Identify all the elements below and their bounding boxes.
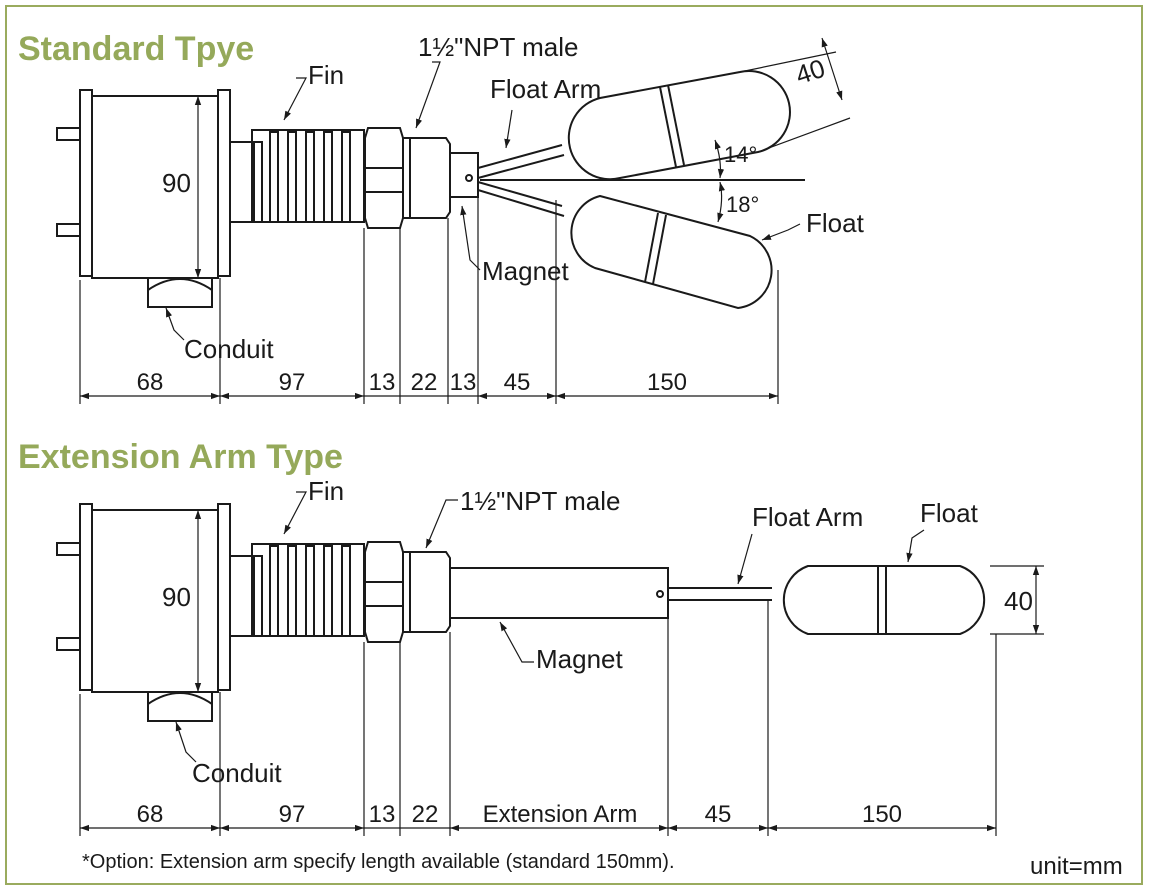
fin-body <box>251 129 365 223</box>
footnote: *Option: Extension arm specify length av… <box>82 851 675 873</box>
npt-thread <box>402 551 451 633</box>
float-arm-lower <box>477 181 565 217</box>
unit-label: unit=mm <box>1030 853 1123 880</box>
fin-leader <box>283 77 307 121</box>
dim-150: 150 <box>862 801 902 828</box>
dim-97: 97 <box>279 801 306 828</box>
extension-drawing <box>56 491 1044 836</box>
float-dia-label: 40 <box>792 53 829 90</box>
dim-97: 97 <box>279 369 306 396</box>
extension-arm-tube <box>449 567 669 619</box>
conduit-box <box>147 692 213 722</box>
conduit-leader <box>175 721 197 763</box>
float-label: Float <box>806 208 865 238</box>
float-arm-leader <box>737 533 753 585</box>
housing-bolt-top <box>56 542 81 556</box>
float-arm-leader <box>504 109 513 149</box>
diagram-frame <box>5 5 1143 885</box>
float <box>782 565 986 635</box>
conduit-label: Conduit <box>192 758 282 788</box>
npt-leader <box>415 61 441 129</box>
float-leader <box>761 223 801 241</box>
housing-flange-left <box>79 503 93 691</box>
standard-labels: Fin 1½"NPT male Float Arm Float Magnet C… <box>137 32 865 396</box>
float-arm-label: Float Arm <box>490 74 601 104</box>
npt-label: 1½"NPT male <box>418 32 578 62</box>
conduit-box <box>147 278 213 308</box>
conduit-leader <box>165 307 185 341</box>
height-label: 90 <box>162 168 191 198</box>
angle-arc-18 <box>717 181 726 223</box>
conduit-arc <box>147 278 213 291</box>
dim-45: 45 <box>504 369 531 396</box>
float-label: Float <box>920 498 979 528</box>
magnet-leader <box>460 205 481 271</box>
fin-ribs <box>253 545 351 637</box>
dim-22: 22 <box>411 369 438 396</box>
float-arm-label: Float Arm <box>752 502 863 532</box>
fin-leader <box>283 491 307 535</box>
housing-body <box>91 509 219 693</box>
dim-45: 45 <box>705 801 732 828</box>
extension-type-title: Extension Arm Type <box>18 438 343 476</box>
hex-nut <box>364 541 404 643</box>
housing-flange-left <box>79 89 93 277</box>
npt-leader <box>425 499 458 549</box>
dim-22: 22 <box>412 801 439 828</box>
magnet-label: Magnet <box>482 256 569 286</box>
fin-label: Fin <box>308 476 344 506</box>
fin-neck <box>229 141 253 223</box>
fin-body <box>251 543 365 637</box>
npt-thread <box>402 137 451 219</box>
pivot-screw <box>465 174 473 182</box>
housing-bolt-bottom <box>56 637 81 651</box>
conduit-label: Conduit <box>184 334 274 364</box>
pivot-screw <box>656 590 664 598</box>
housing-bolt-bottom <box>56 223 81 237</box>
float-arm-upper <box>477 144 565 179</box>
fin-neck <box>229 555 253 637</box>
extension-lines-bottom <box>79 600 997 836</box>
dim-extension-arm: Extension Arm <box>483 801 638 828</box>
dim-13b: 13 <box>450 369 477 396</box>
height-label: 90 <box>162 582 191 612</box>
angle-18-label: 18° <box>726 192 759 217</box>
magnet-label: Magnet <box>536 644 623 674</box>
float-arm <box>668 587 772 601</box>
fin-ribs <box>253 131 351 223</box>
standard-drawing <box>56 37 851 404</box>
angle-14-label: 14° <box>724 142 757 167</box>
standard-type-title: Standard Tpye <box>18 30 254 68</box>
housing-bolt-top <box>56 127 81 141</box>
dim-68: 68 <box>137 801 164 828</box>
dim-13: 13 <box>369 801 396 828</box>
dim-150: 150 <box>647 369 687 396</box>
extension-lines-top <box>79 198 779 404</box>
magnet-leader <box>499 621 534 663</box>
housing-flange-right <box>217 503 231 691</box>
fin-label: Fin <box>308 60 344 90</box>
angle-arc-14 <box>714 139 725 179</box>
extension-labels: Fin 1½"NPT male Float Arm Float Magnet C… <box>137 476 1033 828</box>
hex-nut <box>364 127 404 229</box>
dim-68: 68 <box>137 369 164 396</box>
float-leader <box>906 529 925 563</box>
float-lower <box>570 194 773 310</box>
npt-label: 1½"NPT male <box>460 486 620 516</box>
float-dia-dim <box>821 37 843 101</box>
housing-body <box>91 95 219 279</box>
float-dia-label: 40 <box>1004 586 1033 616</box>
housing-flange-right <box>217 89 231 277</box>
magnet-housing <box>449 152 479 198</box>
conduit-arc <box>147 692 213 705</box>
dim-13a: 13 <box>369 369 396 396</box>
